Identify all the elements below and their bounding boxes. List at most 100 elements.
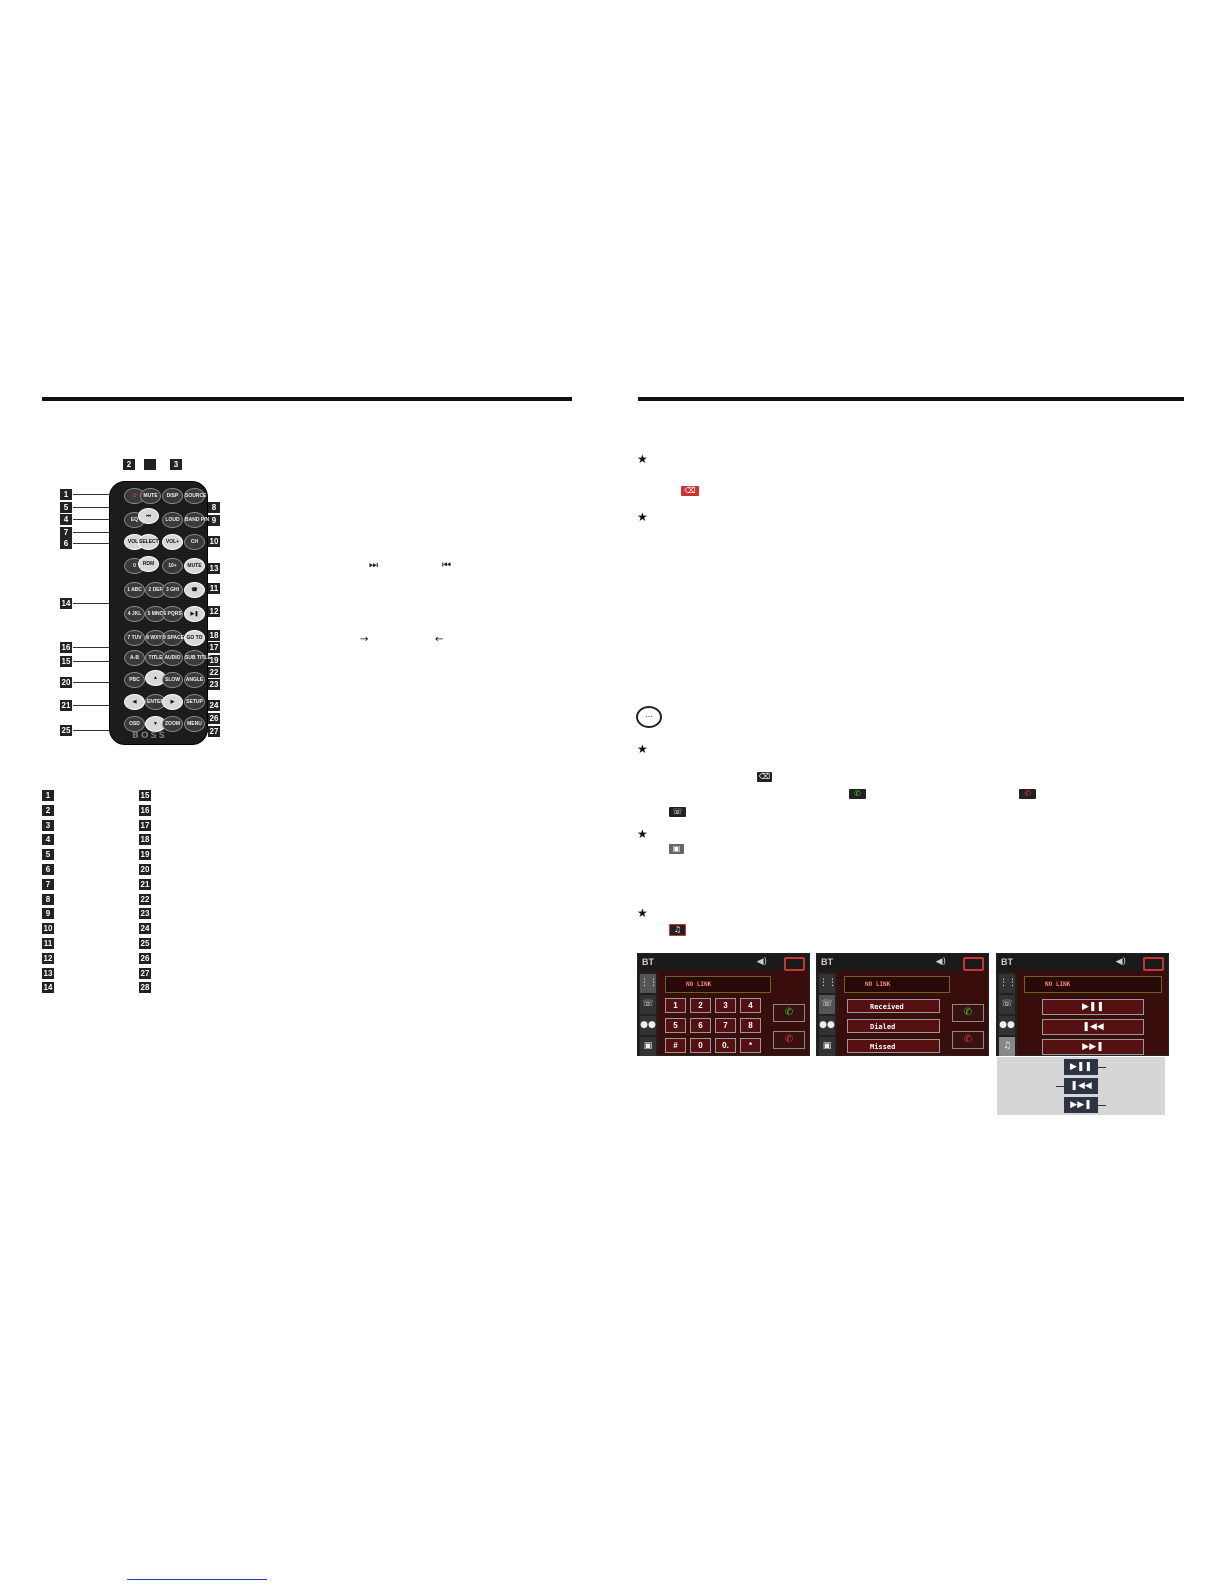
bt-music-screen: BT ◀) ⋮⋮ ☏ ●● ♫ NO LINK ▶❚❚ ❚◀◀ ▶▶❚ — [996, 953, 1169, 1056]
setup-button[interactable]: SETUP — [184, 694, 205, 710]
slow-button[interactable]: SLOW — [162, 672, 183, 688]
left-button[interactable]: ◀ — [124, 694, 145, 710]
keypad-key[interactable]: 5 — [665, 1018, 686, 1033]
select-button[interactable]: SELECT — [138, 534, 159, 550]
right-button[interactable]: ▶ — [162, 694, 183, 710]
key-8[interactable]: 8 WXYZ — [145, 630, 166, 646]
loud-button[interactable]: LOUD — [162, 512, 183, 528]
keypad-key[interactable]: * — [740, 1038, 761, 1053]
screen-title: BT — [638, 954, 809, 971]
angle-button[interactable]: ANGLE — [184, 672, 205, 688]
key-1[interactable]: 1 ABC — [124, 582, 145, 598]
key-3[interactable]: 3 GHI — [162, 582, 183, 598]
back-icon[interactable] — [784, 957, 805, 971]
call-button[interactable]: ✆ — [773, 1004, 805, 1022]
enter-button[interactable]: ENTER — [145, 694, 166, 710]
goto-button[interactable]: GO TO — [184, 630, 205, 646]
music-controls-callout: ▶❚❚ ❚◀◀ ▶▶❚ — [997, 1057, 1165, 1115]
disp-button[interactable]: DISP — [162, 488, 183, 504]
keypad-tab-icon[interactable]: ⋮⋮ — [640, 974, 658, 993]
index-number: 18 — [139, 834, 151, 846]
hangup-button[interactable]: ✆ — [952, 1031, 984, 1049]
dialed-calls-button[interactable]: Dialed — [847, 1019, 940, 1033]
menu-button[interactable]: MENU — [184, 716, 205, 732]
mute-button[interactable]: MUTE — [140, 488, 161, 504]
index-number: 3 — [42, 819, 54, 831]
keypad-key[interactable]: 4 — [740, 998, 761, 1013]
star-icon: ★ — [637, 827, 648, 841]
vol-up-button[interactable]: VOL+ — [162, 534, 183, 550]
next-button[interactable]: ⏭ — [138, 508, 159, 524]
keypad-key[interactable]: 6 — [690, 1018, 711, 1033]
mute2-button[interactable]: MUTE — [184, 558, 205, 574]
next-track-button[interactable]: ▶▶❚ — [1042, 1039, 1144, 1055]
left-arrow-icon: ← — [435, 634, 444, 645]
osd-button[interactable]: OSD — [124, 716, 145, 732]
hangup-button[interactable]: ✆ — [773, 1031, 805, 1049]
pair-tab-icon[interactable]: ●● — [819, 1016, 835, 1035]
previous-track-button[interactable]: ❚◀◀ — [1042, 1019, 1144, 1035]
index-number: 16 — [139, 804, 151, 816]
back-icon[interactable] — [963, 957, 984, 971]
keypad-tab-icon[interactable]: ⋮⋮ — [999, 974, 1017, 993]
ch-button[interactable]: CH — [184, 534, 205, 550]
call-log-tab-icon[interactable]: ☏ — [640, 995, 656, 1014]
index-number: 15 — [139, 790, 151, 801]
phonebook-tab-icon[interactable]: ▣ — [640, 1037, 656, 1056]
ab-button[interactable]: A-B — [124, 650, 145, 666]
keypad-key[interactable]: # — [665, 1038, 686, 1053]
callout-line — [1056, 1086, 1064, 1087]
key-9[interactable]: 9 SPACE — [162, 630, 184, 646]
zoom-button[interactable]: ZOOM — [162, 716, 183, 732]
callout-line — [73, 647, 109, 648]
call-log-tab-icon[interactable]: ☏ — [999, 995, 1015, 1014]
missed-calls-button[interactable]: Missed — [847, 1039, 940, 1053]
index-number: 12 — [42, 952, 54, 964]
call-log-tab-icon[interactable]: ☏ — [819, 995, 835, 1014]
callout-line — [73, 682, 109, 683]
keypad-key[interactable]: 8 — [740, 1018, 761, 1033]
backspace-icon: ⌫ — [757, 772, 772, 782]
callout-number: 14 — [60, 598, 72, 609]
pair-tab-icon[interactable]: ●● — [640, 1016, 656, 1035]
status-display: NO LINK — [844, 976, 950, 993]
keypad-key[interactable]: 0 — [690, 1038, 711, 1053]
hangup-remote-button[interactable]: ☎ — [184, 582, 205, 598]
play-pause-icon: ▶❚❚ — [1064, 1059, 1098, 1075]
random-button[interactable]: RDM — [138, 556, 159, 572]
pbc-button[interactable]: PBC — [124, 672, 145, 688]
right-arrow-icon: → — [360, 634, 369, 645]
key-7[interactable]: 7 TUV — [124, 630, 145, 646]
index-number: 5 — [42, 849, 54, 861]
keypad-tab-icon[interactable]: ⋮⋮ — [819, 974, 837, 993]
music-tab-icon[interactable]: ♫ — [999, 1037, 1015, 1056]
play-remote-button[interactable]: ▶❚ — [184, 606, 205, 622]
index-number: 11 — [42, 938, 54, 949]
callout-number: 26 — [208, 713, 220, 724]
call-button[interactable]: ✆ — [952, 1004, 984, 1022]
source-button[interactable]: SOURCE — [184, 488, 206, 504]
audio-button[interactable]: AUDIO — [162, 650, 183, 666]
play-pause-button[interactable]: ▶❚❚ — [1042, 999, 1144, 1015]
keypad-key[interactable]: 3 — [715, 998, 736, 1013]
band-button[interactable]: BAND P/N — [184, 512, 209, 528]
left-header-rule — [42, 397, 572, 401]
subtitle-button[interactable]: SUB TITLE — [184, 650, 211, 666]
keypad-key[interactable]: 0. — [715, 1038, 736, 1053]
index-number: 13 — [42, 967, 54, 979]
pair-tab-icon[interactable]: ●● — [999, 1016, 1015, 1035]
keypad-key[interactable]: 2 — [690, 998, 711, 1013]
index-number: 8 — [42, 893, 54, 905]
back-icon[interactable] — [1143, 957, 1164, 971]
down-button[interactable]: ▼ — [145, 716, 166, 732]
keypad-key[interactable]: 7 — [715, 1018, 736, 1033]
callout-number: 17 — [208, 642, 220, 653]
key-4[interactable]: 4 JKL — [124, 606, 145, 622]
received-calls-button[interactable]: Received — [847, 999, 940, 1013]
phonebook-tab-icon[interactable]: ▣ — [819, 1037, 835, 1056]
index-number: 25 — [139, 938, 151, 949]
keypad-key[interactable]: 1 — [665, 998, 686, 1013]
callout-number: 16 — [60, 642, 72, 653]
key-10plus[interactable]: 10+ — [162, 558, 183, 574]
key-6[interactable]: 6 PQRS — [162, 606, 183, 622]
